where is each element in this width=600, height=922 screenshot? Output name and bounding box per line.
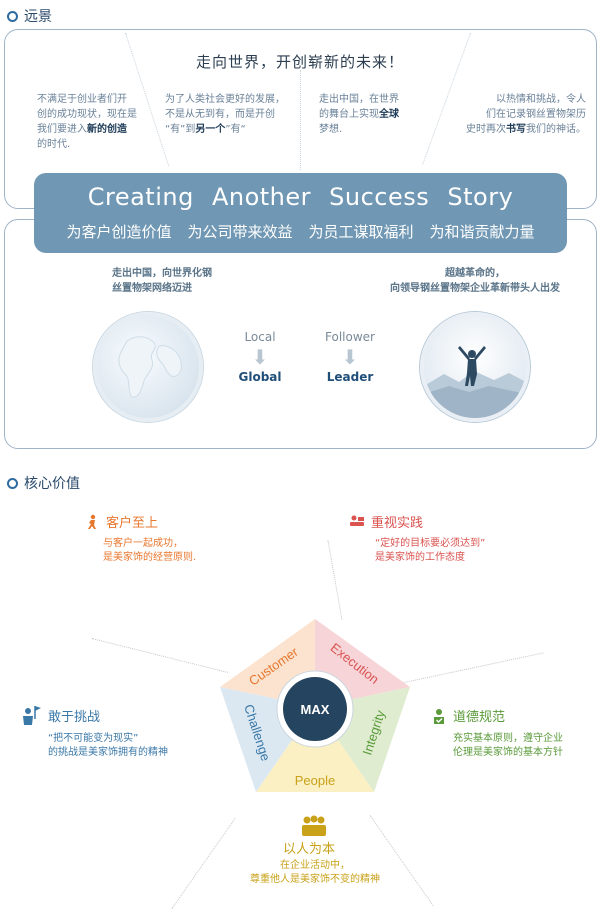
logo-icon (283, 677, 347, 741)
pentagon-people-label: People (295, 773, 335, 788)
vision-text-2: 为了人类社会更好的发展，不是从无到有，而是开创“有”到另一个”有“ (165, 94, 285, 135)
value-people-title: 以人为本 (283, 842, 336, 857)
right-caption: 超越革命的，向领导钢丝置物架企业革新带头人出发 (390, 268, 560, 294)
value-people-text: 在企业活动中，尊重他人是美家饰不变的精神 (250, 860, 380, 885)
pentagon-people-segment (256, 707, 374, 792)
vision-text-1: 不满足于创业者们开创的成功现状，现在是我们要进入新的创造的时代. (37, 94, 137, 150)
value-customer-title: 客户至上 (84, 512, 158, 531)
value-integrity-text: 充实基本原则，遵守企业伦理是美家饰的基本方针 (453, 733, 563, 758)
people-group-icon (300, 815, 328, 841)
person-check-icon (434, 708, 444, 724)
banner-english: Creating Another Success Story (87, 183, 514, 211)
left-caption: 走出中国，向世界化钢丝置物架网络迈进 (112, 268, 212, 294)
divider (396, 652, 544, 685)
logo-text: MAX (301, 702, 330, 717)
circle-bullet-icon (7, 10, 18, 22)
value-execution-text: “定好的目标要必须达到”是美家饰的工作态度 (375, 538, 486, 563)
vision-text-3: 走出中国，在世界的舞台上实现全球梦想. (319, 94, 399, 135)
value-execution-title: 重视实践 (349, 512, 423, 531)
circle-bullet-icon (7, 477, 18, 489)
values-heading: 核心价值 (7, 473, 80, 493)
local-to-global: Local ⬇ Global (220, 330, 300, 384)
vision-title: 走向世界，开创崭新的未来！ (195, 53, 404, 71)
globe-icon (93, 312, 203, 422)
slogan-banner: Creating Another Success Story 为客户创造价值 为… (34, 173, 567, 253)
value-customer-text: 与客户一起成功，是美家饰的经营原则. (103, 538, 197, 563)
divider (300, 70, 301, 170)
person-walking-icon (88, 514, 96, 529)
value-integrity-title: 道德规范 (431, 706, 505, 725)
vision-text-4: 以热情和挑战，令人们在记录钢丝置物架历史时再次书写我们的神话。 (466, 94, 586, 135)
divider (91, 638, 229, 673)
person-flag-icon (23, 706, 41, 725)
value-challenge-title: 敢于挑战 (20, 705, 100, 725)
arrow-down-icon: ⬇ (251, 345, 269, 369)
divider (171, 818, 236, 909)
arrow-down-icon: ⬇ (341, 345, 359, 369)
person-desk-icon (350, 515, 364, 526)
value-challenge-text: “把不可能变为现实”的挑战是美家饰拥有的精神 (48, 733, 168, 758)
leader-mountain-icon (420, 312, 530, 422)
follower-to-leader: Follower ⬇ Leader (310, 330, 390, 384)
core-values-pentagon: MAX Customer Execution Integrity People … (220, 619, 410, 792)
vision-heading: 远景 (7, 6, 52, 26)
divider (327, 540, 343, 620)
banner-chinese: 为客户创造价值 为公司带来效益 为员工谋取福利 为和谐贡献力量 (66, 223, 535, 241)
